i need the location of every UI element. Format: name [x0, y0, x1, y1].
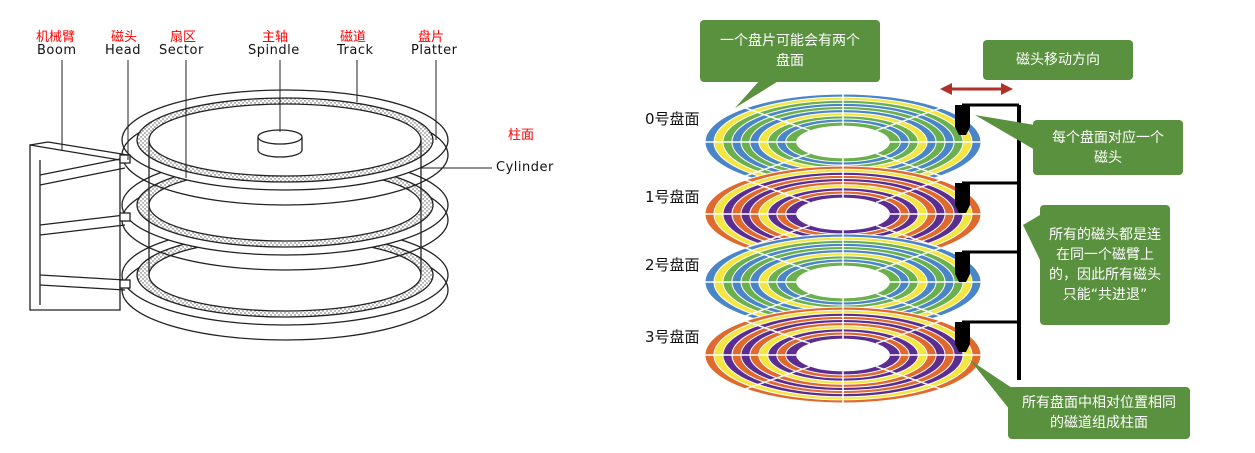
callout-tail-two-faces [735, 80, 780, 108]
label-track-en: Track [337, 43, 374, 58]
label-spindle-en: Spindle [248, 43, 300, 58]
label-boom-cn: 机械臂 [36, 30, 76, 45]
label-cylinder-cn: 柱面 [508, 128, 535, 143]
platter-face-2 [704, 233, 982, 331]
callout-one-head-per-face: 每个盘面对应一个磁头 [1033, 120, 1183, 175]
label-head-en: Head [105, 43, 141, 58]
callout-shared-arm: 所有的磁头都是连在同一个磁臂上的，因此所有磁头只能“共进退” [1040, 205, 1170, 325]
callout-two-faces: 一个盘片可能会有两个盘面 [700, 20, 880, 82]
callout-tail-shared-arm [1023, 215, 1040, 260]
label-sector-en: Sector [159, 43, 204, 58]
platter-label-0: 0号盘面 [645, 110, 700, 128]
label-head-cn: 磁头 [111, 30, 138, 45]
platter-label-1: 1号盘面 [645, 188, 700, 206]
read-head-3 [955, 322, 970, 352]
disk-assembly-drawing [29, 60, 492, 341]
label-spindle-cn: 主轴 [262, 30, 289, 45]
label-sector-cn: 扇区 [170, 30, 197, 45]
label-track-cn: 磁道 [340, 30, 367, 45]
platter-label-3: 3号盘面 [645, 328, 700, 346]
platter-label-2: 2号盘面 [645, 256, 700, 274]
callout-cylinder-definition: 所有盘面中相对位置相同的磁道组成柱面 [1008, 387, 1190, 439]
platter-face-3 [704, 306, 982, 404]
read-head-1 [955, 183, 970, 213]
label-cylinder-en: Cylinder [496, 160, 554, 175]
move-direction-arrow [940, 83, 1013, 95]
read-head-0 [955, 105, 970, 135]
platter-face-1 [704, 165, 982, 263]
label-boom-en: Boom [37, 43, 77, 58]
read-head-2 [955, 252, 970, 282]
label-platter-cn: 盘片 [418, 30, 445, 45]
boom-arm [29, 141, 129, 311]
label-platter-en: Platter [411, 43, 458, 58]
platter-face-0 [704, 93, 982, 191]
pointer-lines [61, 60, 492, 178]
callout-move-direction: 磁头移动方向 [983, 40, 1133, 80]
platter-stack [119, 89, 449, 341]
callout-tail-one-head [975, 115, 1035, 150]
